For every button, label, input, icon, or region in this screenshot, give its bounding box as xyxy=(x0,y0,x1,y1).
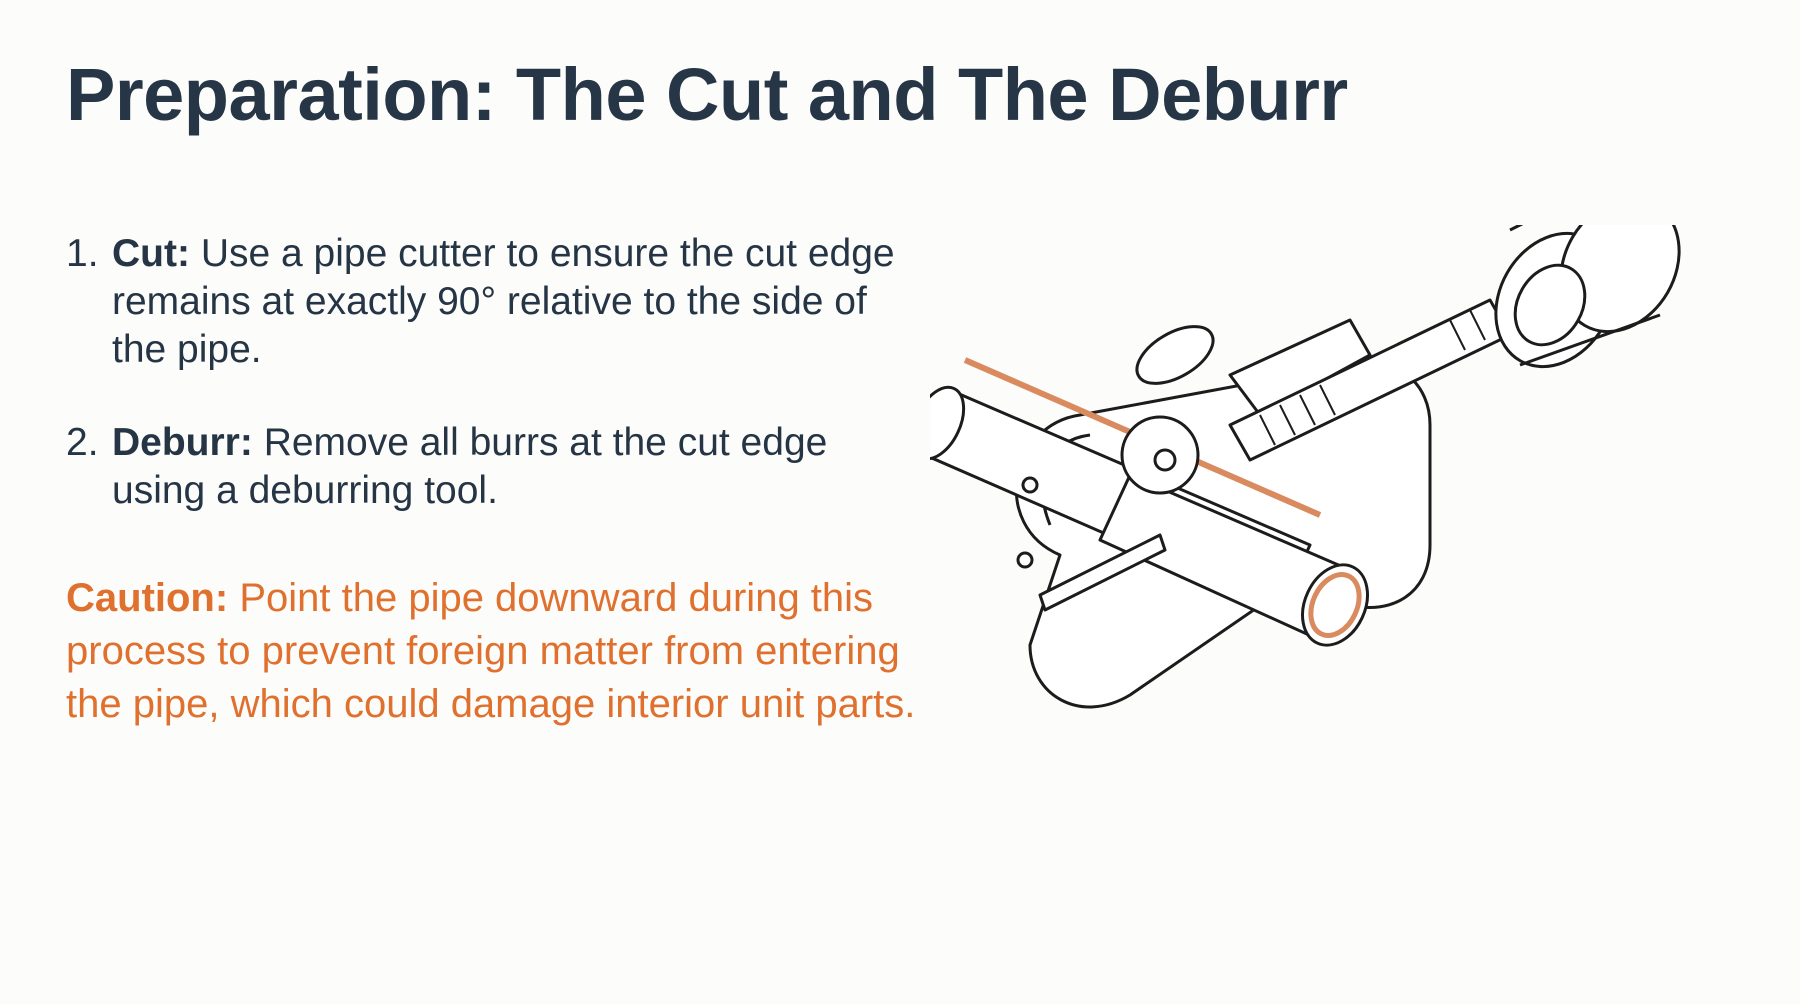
step-text: Use a pipe cutter to ensure the cut edge… xyxy=(112,232,895,371)
step-deburr: 2. Deburr: Remove all burrs at the cut e… xyxy=(66,419,926,515)
step-label: Cut: xyxy=(112,232,190,275)
adjust-knob xyxy=(1494,225,1681,369)
step-number: 1. xyxy=(66,232,99,275)
step-cut: 1. Cut: Use a pipe cutter to ensure the … xyxy=(66,230,926,374)
step-label: Deburr: xyxy=(112,421,253,464)
step-body: Cut: Use a pipe cutter to ensure the cut… xyxy=(112,230,926,374)
pipe-cutter-icon xyxy=(930,225,1681,709)
caution-text: Point the pipe downward during this proc… xyxy=(66,576,916,726)
steps-list: 1. Cut: Use a pipe cutter to ensure the … xyxy=(66,230,926,560)
caution-note: Caution: Point the pipe downward during … xyxy=(66,572,926,731)
page-title: Preparation: The Cut and The Deburr xyxy=(66,53,1348,136)
step-number: 2. xyxy=(66,421,99,464)
caution-label: Caution: xyxy=(66,576,229,620)
step-body: Deburr: Remove all burrs at the cut edge… xyxy=(112,419,926,515)
step-text: Remove all burrs at the cut edge using a… xyxy=(112,421,828,512)
